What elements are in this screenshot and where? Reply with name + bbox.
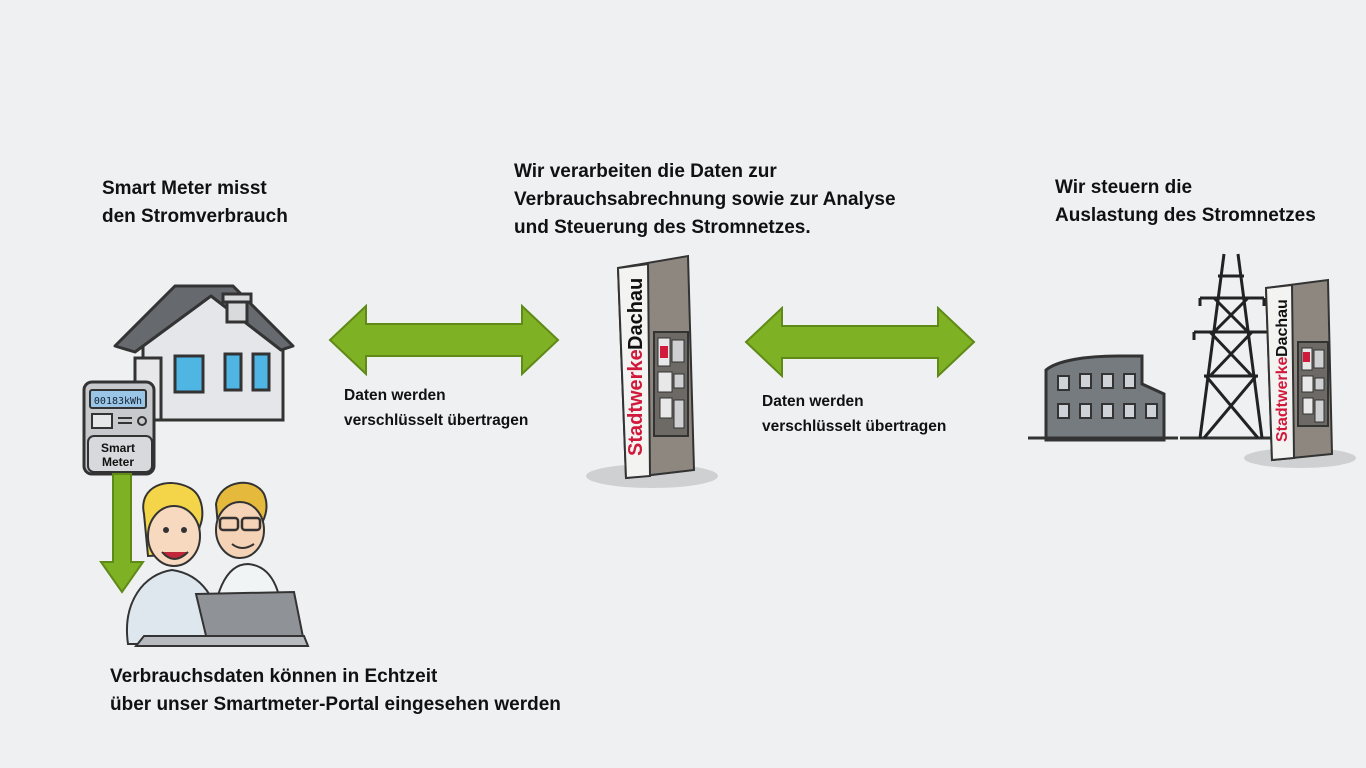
smart-meter-icon: 00183kWh Smart Meter xyxy=(82,380,156,476)
brand-part2: Dachau xyxy=(625,278,647,350)
double-arrow-left xyxy=(328,304,560,376)
heading-control: Wir steuern die Auslastung des Stromnetz… xyxy=(1055,177,1316,226)
heading-smart-meter: Smart Meter misst den Stromverbrauch xyxy=(102,178,288,227)
brand-part1-right: Stadtwerke xyxy=(1274,357,1291,442)
house-icon xyxy=(113,284,295,422)
meter-label-line2: Meter xyxy=(102,455,134,469)
meter-label-line1: Smart xyxy=(101,441,135,455)
users-laptop-icon xyxy=(126,481,310,647)
caption-transfer-left: Daten werden verschlüsselt übertragen xyxy=(344,387,529,429)
caption-transfer-right: Daten werden verschlüsselt übertragen xyxy=(762,393,947,435)
stadtwerke-pillar-icon-right: Stadtwerke Dachau xyxy=(1244,278,1356,468)
stadtwerke-pillar-icon: Stadtwerke Dachau xyxy=(586,254,718,488)
heading-processing: Wir verarbeiten die Daten zur Verbrauchs… xyxy=(514,161,896,238)
meter-display: 00183kWh xyxy=(94,396,142,407)
double-arrow-right xyxy=(744,306,976,378)
industrial-building-icon xyxy=(1028,354,1178,442)
brand-part1: Stadtwerke xyxy=(625,349,647,456)
arrow-down-icon xyxy=(99,473,145,594)
caption-portal: Verbrauchsdaten können in Echtzeit über … xyxy=(110,666,561,715)
power-pylon-icon xyxy=(1180,253,1290,440)
brand-part2-right: Dachau xyxy=(1274,299,1291,357)
